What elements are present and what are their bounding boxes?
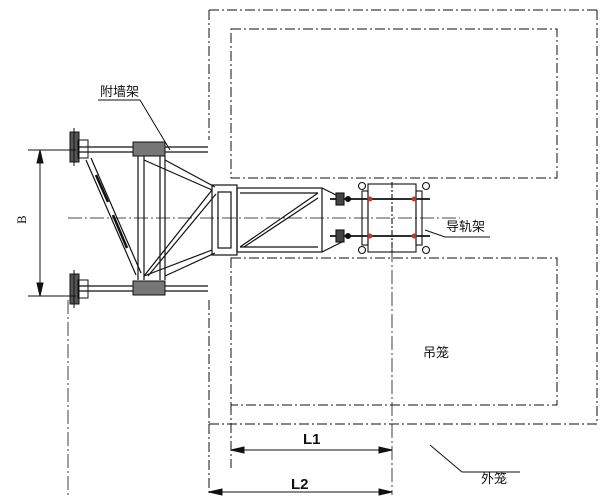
dimension-b — [28, 149, 76, 297]
upper-cage-outline — [230, 28, 558, 179]
label-dim-l2: L2 — [291, 476, 309, 493]
leader-guide-rail-frame — [424, 229, 490, 238]
wall-anchor-top — [69, 128, 89, 166]
label-wall-bracket: 附墙架 — [100, 85, 139, 100]
dimension-l2 — [208, 488, 393, 496]
connector-box — [211, 184, 343, 256]
dimension-l1 — [230, 446, 393, 454]
label-cage: 吊笼 — [423, 345, 449, 361]
truss-frame — [137, 156, 217, 280]
leader-wall-bracket — [98, 99, 171, 151]
label-dim-l1: L1 — [303, 431, 321, 448]
label-dim-b: B — [14, 215, 29, 224]
label-guide-rail-frame: 导轨架 — [446, 220, 485, 235]
wall-anchor-bottom — [69, 270, 89, 308]
leader-outer-cage — [429, 444, 520, 473]
rail-bolt-marks — [367, 196, 417, 239]
lower-cage-outline — [230, 257, 558, 406]
outer-cage-outline — [208, 9, 598, 425]
rod-clamps — [132, 141, 166, 296]
diagonal-rod — [85, 157, 142, 276]
label-outer-cage: 外笼 — [481, 471, 507, 487]
